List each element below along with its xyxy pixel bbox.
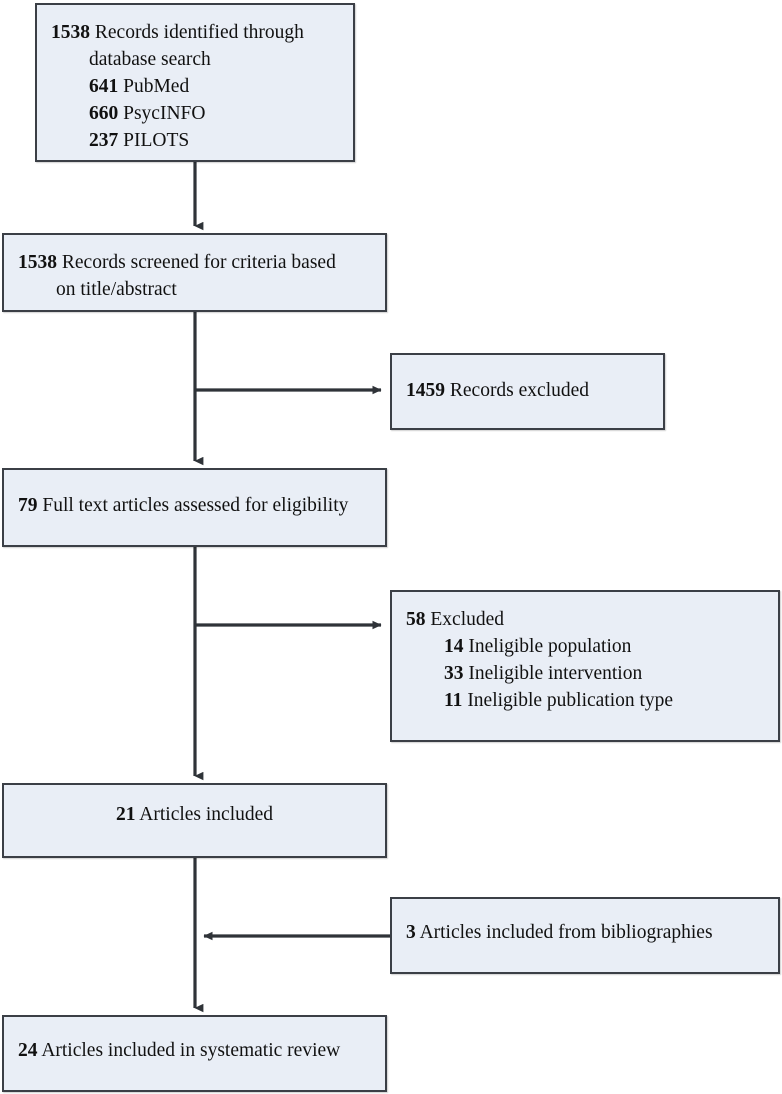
label-bibliographies: Articles included from bibliographies [419, 922, 713, 943]
node-articles-from-bibliographies-text: 3 Articles included from bibliographies [406, 919, 768, 946]
reason-row-publication-type: 11 Ineligible publication type [406, 687, 768, 714]
label-final: Articles included in systematic review [41, 1040, 341, 1061]
reason-row-population: 14 Ineligible population [406, 633, 768, 660]
count-ineligible-publication-type: 11 [444, 690, 463, 711]
label-ineligible-intervention: Ineligible intervention [468, 663, 643, 684]
node-articles-included-text: 21 Articles included [4, 801, 385, 828]
node-records-excluded-text: 1459 Records excluded [406, 377, 653, 404]
label-ineligible-population: Ineligible population [468, 636, 632, 657]
count-bibliographies: 3 [406, 922, 416, 943]
label-ineligible-publication-type: Ineligible publication type [467, 690, 674, 711]
count-final: 24 [18, 1040, 38, 1061]
source-row-psycinfo: 660 PsycINFO [51, 100, 343, 127]
source-row-pubmed: 641 PubMed [51, 73, 343, 100]
count-full-text: 79 [18, 495, 38, 516]
node-articles-in-systematic-review: 24 Articles included in systematic revie… [2, 1015, 387, 1092]
node-articles-in-systematic-review-text: 24 Articles included in systematic revie… [18, 1037, 375, 1064]
label-pubmed: PubMed [123, 76, 190, 97]
count-records-excluded: 1459 [406, 380, 445, 401]
label-articles-included: Articles included [139, 804, 274, 825]
count-full-text-excluded: 58 [406, 609, 426, 630]
count-ineligible-population: 14 [444, 636, 464, 657]
reason-row-intervention: 33 Ineligible intervention [406, 660, 768, 687]
label-identified: Records identified through [94, 22, 304, 43]
count-screened: 1538 [18, 252, 57, 273]
node-articles-included: 21 Articles included [2, 783, 387, 858]
count-pilots: 237 [89, 130, 119, 151]
count-pubmed: 641 [89, 76, 119, 97]
count-ineligible-intervention: 33 [444, 663, 464, 684]
label-records-excluded: Records excluded [449, 380, 590, 401]
label-screened: Records screened for criteria based [61, 252, 336, 273]
node-records-identified: 1538 Records identified through database … [35, 3, 355, 162]
source-row-pilots: 237 PILOTS [51, 127, 343, 154]
label-screened-continuation: on title/abstract [56, 279, 177, 300]
node-records-screened-text: 1538 Records screened for criteria based… [18, 249, 375, 303]
label-full-text-excluded: Excluded [430, 609, 505, 630]
node-records-excluded: 1459 Records excluded [390, 353, 665, 430]
label-psycinfo: PsycINFO [123, 103, 206, 124]
node-records-screened: 1538 Records screened for criteria based… [2, 233, 387, 312]
node-records-identified-text: 1538 Records identified through database … [51, 19, 343, 154]
label-identified-continuation: database search [89, 49, 211, 70]
node-full-text-assessed: 79 Full text articles assessed for eligi… [2, 468, 387, 547]
count-articles-included: 21 [115, 804, 136, 825]
label-pilots: PILOTS [123, 130, 190, 151]
count-identified: 1538 [51, 22, 90, 43]
node-full-text-assessed-text: 79 Full text articles assessed for eligi… [18, 492, 375, 519]
label-full-text: Full text articles assessed for eligibil… [42, 495, 349, 516]
count-psycinfo: 660 [89, 103, 119, 124]
node-articles-from-bibliographies: 3 Articles included from bibliographies [390, 897, 780, 974]
